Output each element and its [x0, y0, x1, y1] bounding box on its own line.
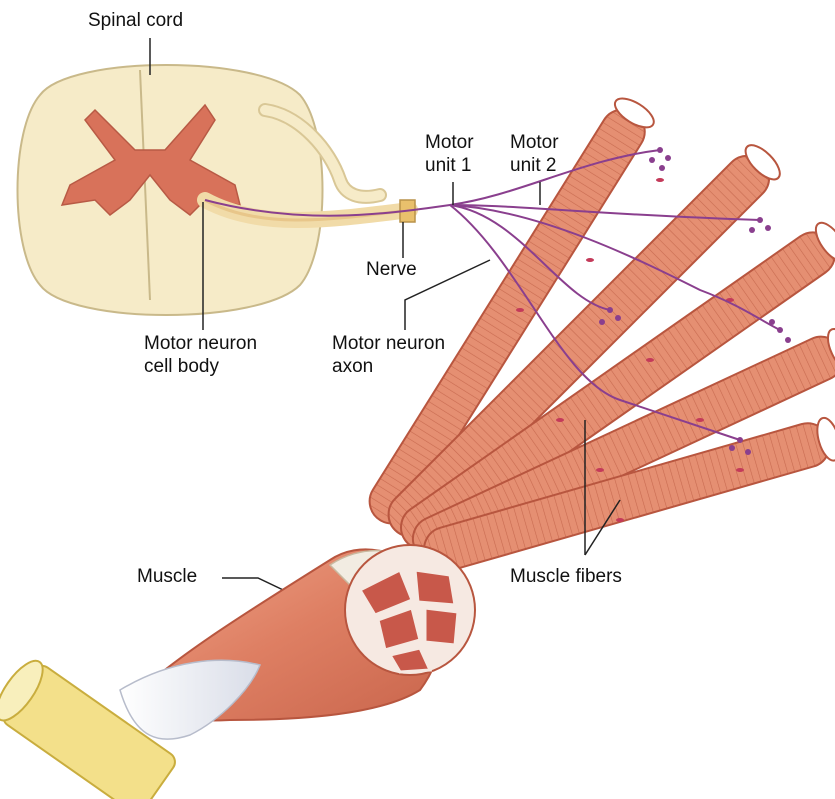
label-motor-unit-1-line-2: unit 1 [425, 155, 471, 177]
label-motor-unit-1-line-1: Motor [425, 132, 474, 154]
spinal-cord [18, 65, 381, 315]
label-muscle-fibers: Muscle fibers [510, 566, 622, 588]
label-motor-neuron-axon-line-1: Motor neuron [332, 333, 445, 355]
label-motor-neuron-cell-body-line-1: Motor neuron [144, 333, 257, 355]
label-motor-neuron-axon-line-2: axon [332, 356, 373, 378]
label-spinal-cord: Spinal cord [88, 10, 183, 32]
label-muscle: Muscle [137, 566, 197, 588]
label-motor-neuron-cell-body-line-2: cell body [144, 356, 219, 378]
label-nerve: Nerve [366, 259, 417, 281]
label-motor-unit-2-line-2: unit 2 [510, 155, 556, 177]
tendon [0, 654, 260, 799]
label-motor-unit-2-line-1: Motor [510, 132, 559, 154]
